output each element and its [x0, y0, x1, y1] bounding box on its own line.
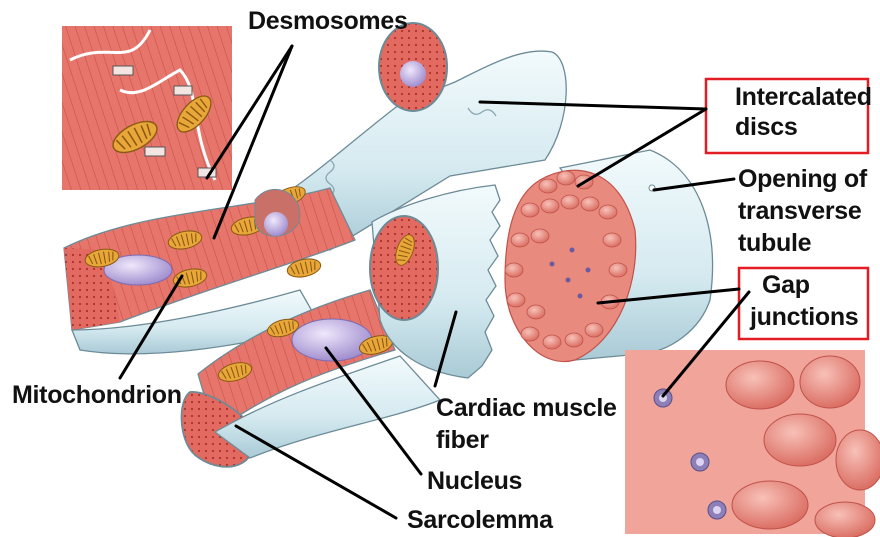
mitochondrion-label: Mitochondrion: [12, 381, 182, 410]
desmosomes-label: Desmosomes: [248, 7, 408, 36]
cardiac-muscle-fiber-label-line-2: fiber: [436, 426, 489, 455]
gap-junctions-label-line-2: junctions: [750, 303, 858, 332]
sarcolemma-leader-line: [236, 426, 396, 518]
nucleus-label: Nucleus: [427, 467, 522, 496]
desmosome-inset: [62, 26, 232, 190]
cardiac-muscle-fiber-label-line-1: Cardiac muscle: [436, 394, 617, 423]
transverse-tubule-label-line-3: tubule: [738, 229, 811, 258]
transverse-tubule-label-line-2: transverse: [738, 197, 861, 226]
intercalated-discs-label-line-2: discs: [735, 113, 797, 142]
gap-junction-inset: [625, 350, 880, 537]
right-fiber: [505, 150, 713, 362]
transverse-tubule-label-line-1: Opening of: [738, 165, 867, 194]
intercalated-discs-label-line-1: Intercalated: [735, 83, 872, 112]
sarcolemma-label: Sarcolemma: [407, 506, 553, 535]
gap-junctions-label-line-1: Gap: [762, 271, 810, 300]
